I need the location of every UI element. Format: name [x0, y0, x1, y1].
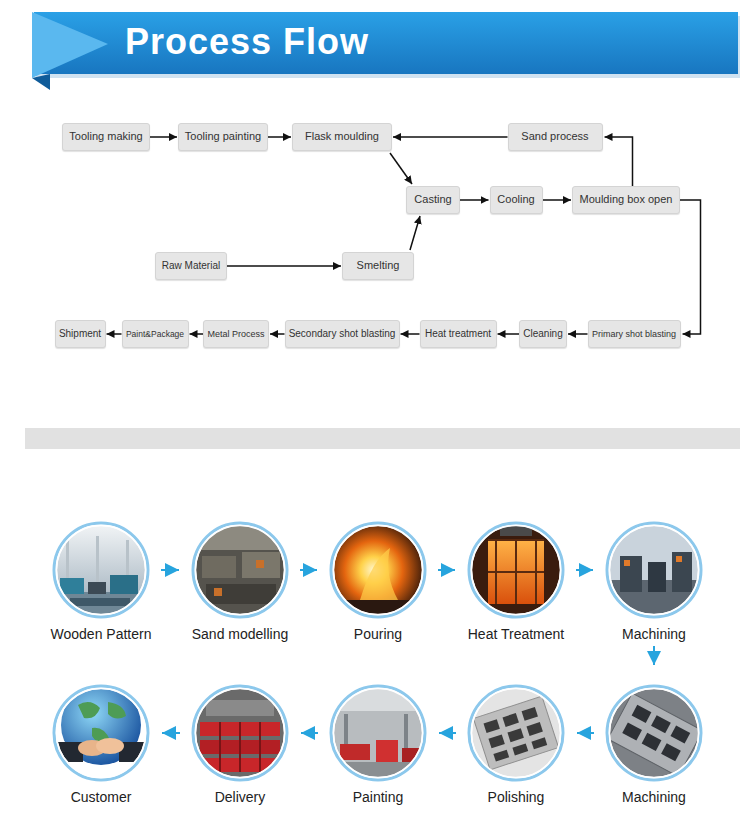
process-box: Tooling making — [62, 123, 150, 151]
step-text: Primary shot blasting — [592, 329, 676, 340]
process-box: Tooling painting — [178, 123, 268, 151]
process-box: Paint&Package — [122, 320, 189, 348]
step-text: Tooling painting — [185, 130, 261, 143]
step-text: Tooling making — [69, 130, 142, 143]
step-text: Heat treatment — [425, 328, 491, 340]
step-label: Sand modelling — [192, 626, 289, 642]
photo-step-circle: Machining — [606, 522, 702, 618]
process-box: Moulding box open — [572, 186, 680, 214]
step-text: Casting — [414, 193, 451, 206]
step-label: Machining — [622, 789, 686, 805]
photo-ring — [54, 523, 701, 780]
step-label: Delivery — [215, 789, 266, 805]
photo-step-circle: Delivery — [192, 685, 288, 781]
flow-arrow — [107, 333, 122, 335]
flow-arrow — [401, 333, 420, 335]
photo-step-circle: Customer — [53, 685, 149, 781]
step-label: Wooden Pattern — [51, 626, 152, 642]
flow-arrow — [605, 137, 633, 186]
step-arrow — [300, 569, 317, 571]
process-box: Metal Process — [203, 320, 269, 348]
title-banner — [32, 12, 740, 90]
step-text: Raw Material — [162, 260, 220, 272]
process-box: Smelting — [342, 252, 414, 280]
flow-arrow — [543, 199, 572, 201]
step-photo — [610, 526, 698, 614]
step-label: Polishing — [488, 789, 545, 805]
step-text: Cooling — [497, 193, 534, 206]
step-text: Smelting — [357, 259, 400, 272]
flow-arrow — [568, 333, 588, 335]
step-photo — [57, 526, 145, 614]
step-text: Shipment — [59, 328, 101, 340]
step-photo — [196, 526, 284, 614]
step-photo — [472, 689, 560, 777]
step-text: Flask moulding — [305, 130, 379, 143]
flow-arrow — [390, 153, 412, 184]
step-label: Heat Treatment — [468, 626, 565, 642]
step-arrow — [577, 732, 594, 734]
process-box: Shipment — [55, 320, 106, 348]
step-label: Customer — [71, 789, 132, 805]
flow-arrow — [460, 199, 489, 201]
photo-step-circle: Wooden Pattern — [53, 522, 149, 618]
process-box: Heat treatment — [420, 320, 497, 348]
flow-arrow — [410, 216, 420, 250]
flow-arrow — [498, 333, 520, 335]
flow-arrow — [268, 136, 291, 138]
step-text: Metal Process — [207, 329, 264, 340]
step-label: Machining — [622, 626, 686, 642]
step-arrow — [162, 732, 180, 734]
step-photo — [334, 526, 422, 614]
process-box: Primary shot blasting — [588, 320, 681, 348]
flow-arrow — [680, 200, 701, 334]
process-box: Sand process — [508, 123, 603, 151]
step-text: Paint&Package — [126, 329, 184, 339]
process-box: Secondary shot blasting — [285, 320, 400, 348]
step-text: Secondary shot blasting — [289, 328, 396, 340]
process-box: Cooling — [490, 186, 543, 214]
flow-arrow — [227, 265, 341, 267]
process-box: Flask moulding — [292, 123, 392, 151]
flow-arrow — [150, 136, 177, 138]
step-text: Sand process — [521, 130, 588, 143]
photo-step-circle: Heat Treatment — [468, 522, 564, 618]
process-box: Cleaning — [519, 320, 567, 348]
photo-step-circle: Painting — [330, 685, 426, 781]
photo-step-circle: Pouring — [330, 522, 426, 618]
step-photo — [334, 689, 422, 777]
flow-arrow — [190, 333, 204, 335]
step-text: Moulding box open — [580, 193, 673, 206]
process-box: Casting — [406, 186, 460, 214]
step-arrow — [439, 732, 456, 734]
flow-arrow — [270, 333, 285, 335]
step-arrow — [301, 732, 318, 734]
photo-step-circle: Sand modelling — [192, 522, 288, 618]
banner-title: Process Flow — [125, 20, 369, 64]
step-label: Painting — [353, 789, 404, 805]
step-photo — [472, 526, 560, 614]
step-arrow — [653, 646, 655, 665]
photo-step-circle: Machining — [606, 685, 702, 781]
step-arrow — [438, 569, 455, 571]
step-label: Pouring — [354, 626, 402, 642]
step-photo — [196, 689, 284, 777]
flow-arrow — [393, 136, 508, 138]
step-arrow — [161, 569, 179, 571]
step-arrow — [576, 569, 593, 571]
photo-step-circle: Polishing — [468, 685, 564, 781]
process-box: Raw Material — [155, 252, 227, 280]
separator-bar — [25, 428, 740, 449]
step-text: Cleaning — [523, 328, 562, 340]
